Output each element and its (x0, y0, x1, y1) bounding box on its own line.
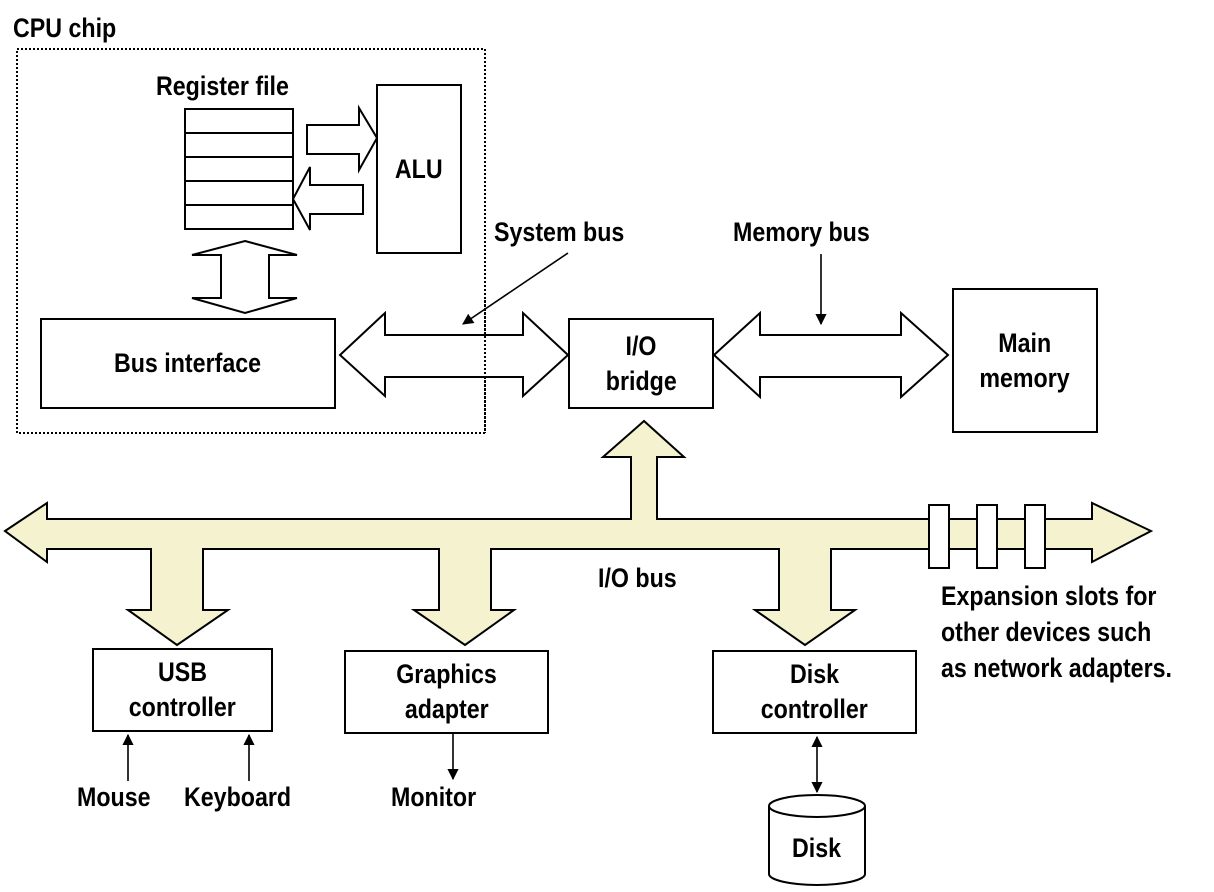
io-bus-label: I/O bus (598, 563, 677, 593)
system-bus-pointer (462, 252, 569, 325)
keyboard-label: Keyboard (184, 782, 292, 812)
mouse-label: Mouse (77, 782, 151, 812)
monitor-label: Monitor (391, 782, 477, 812)
cpu-chip-boundary (16, 48, 486, 434)
expansion-slot-1[interactable] (928, 504, 950, 569)
register-file-label: Register file (156, 71, 289, 101)
main-memory-label: Main memory (979, 327, 1071, 393)
register-to-alu-arrow (306, 104, 379, 174)
register-file[interactable] (184, 108, 294, 230)
register-bus-interface-arrow (191, 239, 298, 315)
usb-controller-label: USB controller (128, 657, 237, 722)
memory-bus-arrow[interactable] (712, 310, 950, 400)
expansion-slots-note-line1: Expansion slots for (941, 581, 1157, 611)
disk-controller-box[interactable] (712, 650, 917, 734)
expansion-slot-3[interactable] (1024, 504, 1046, 569)
io-bridge-box[interactable] (568, 318, 714, 409)
cpu-chip-label: CPU chip (13, 13, 117, 43)
alu-box[interactable] (376, 84, 462, 254)
alu-to-register-arrow (291, 166, 364, 231)
io-bus[interactable] (3, 419, 1154, 647)
graphics-adapter-box[interactable] (344, 650, 549, 734)
expansion-slot-2[interactable] (976, 504, 998, 569)
io-bridge-label: I/O bridge (605, 330, 677, 396)
usb-controller-box[interactable] (92, 648, 273, 732)
system-bus-arrow[interactable] (338, 310, 570, 399)
expansion-slots-note-line2: other devices such (941, 617, 1152, 647)
memory-bus-label: Memory bus (733, 217, 870, 247)
disk-icon[interactable] (768, 794, 866, 886)
disk-label: Disk (792, 832, 842, 863)
disk-controller-label: Disk controller (760, 659, 869, 724)
bus-interface-label: Bus interface (114, 348, 262, 378)
graphics-adapter-label: Graphics adapter (396, 659, 497, 724)
main-memory-box[interactable] (952, 288, 1098, 433)
bus-interface-box[interactable] (40, 318, 336, 409)
alu-label: ALU (395, 153, 443, 184)
expansion-slots[interactable] (928, 504, 1046, 569)
expansion-slots-note-line3: as network adapters. (941, 653, 1173, 683)
system-bus-label: System bus (494, 217, 625, 247)
